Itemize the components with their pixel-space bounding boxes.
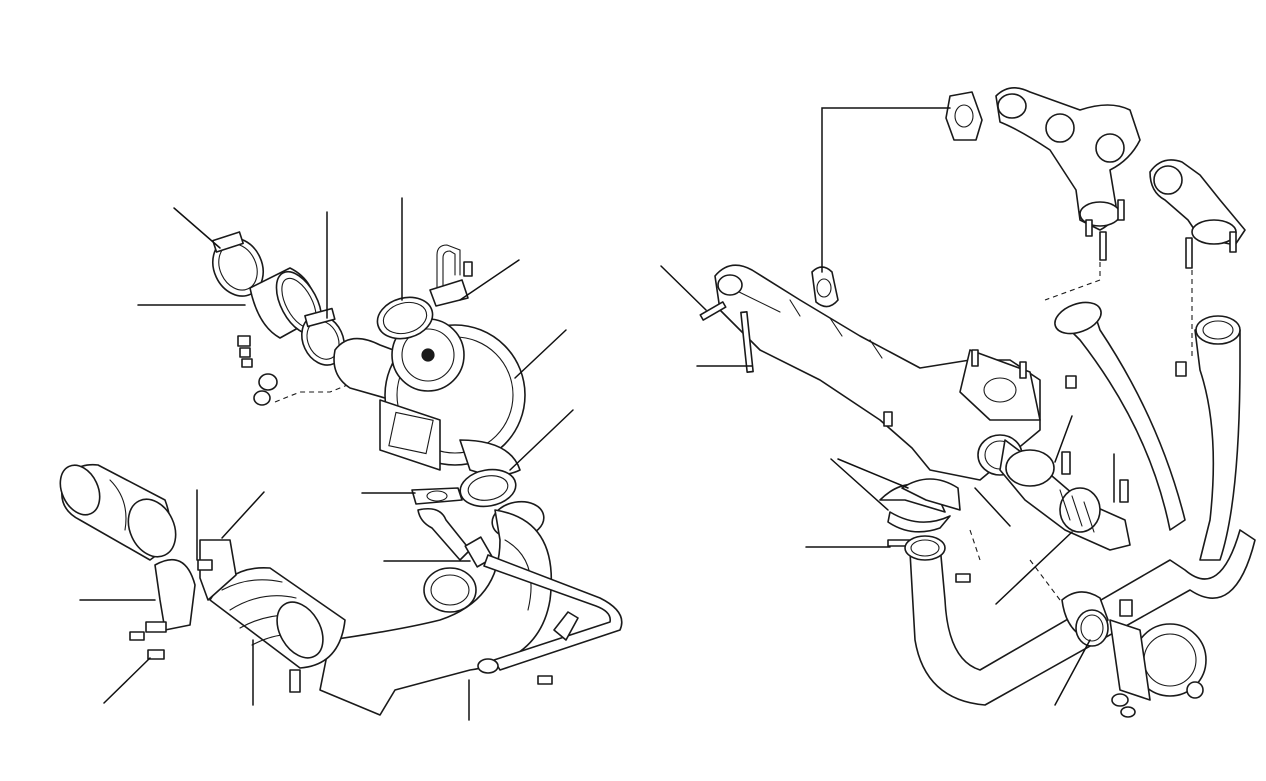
hose-clamp-upper — [212, 231, 264, 297]
oil-drain-elbow — [417, 507, 494, 568]
manifold-bolts — [699, 301, 971, 583]
left-assembly-turbocharger — [59, 197, 623, 721]
fasteners-left — [129, 621, 301, 693]
oil-drain-gasket — [411, 487, 463, 505]
cast-manifold-runners — [995, 87, 1141, 261]
flexible-bellows — [209, 567, 346, 669]
assembly-guides — [969, 262, 1193, 601]
compressor-outlet-ring — [376, 296, 434, 340]
wastegate-valve — [1061, 591, 1207, 718]
oil-return-pipe — [429, 244, 473, 307]
front-pipe-section — [59, 463, 177, 561]
wastegate-elbow — [999, 439, 1131, 551]
manifold-elbow-rear — [1149, 159, 1246, 269]
oil-pipe-crossover — [477, 554, 623, 685]
leader-lines-right — [660, 107, 1115, 706]
v-band-clamp — [879, 478, 961, 533]
leader-lines-left — [79, 197, 574, 721]
exhaust-downpipe — [319, 509, 553, 716]
right-assembly-manifold — [660, 87, 1256, 718]
clamp-halves — [154, 539, 237, 631]
oil-feed-fittings — [237, 335, 361, 406]
manifold-gasket-small — [811, 266, 839, 308]
turbocharger — [333, 318, 526, 476]
manifold-gasket-top — [945, 91, 983, 141]
exhaust-manifold-main — [714, 264, 1041, 481]
